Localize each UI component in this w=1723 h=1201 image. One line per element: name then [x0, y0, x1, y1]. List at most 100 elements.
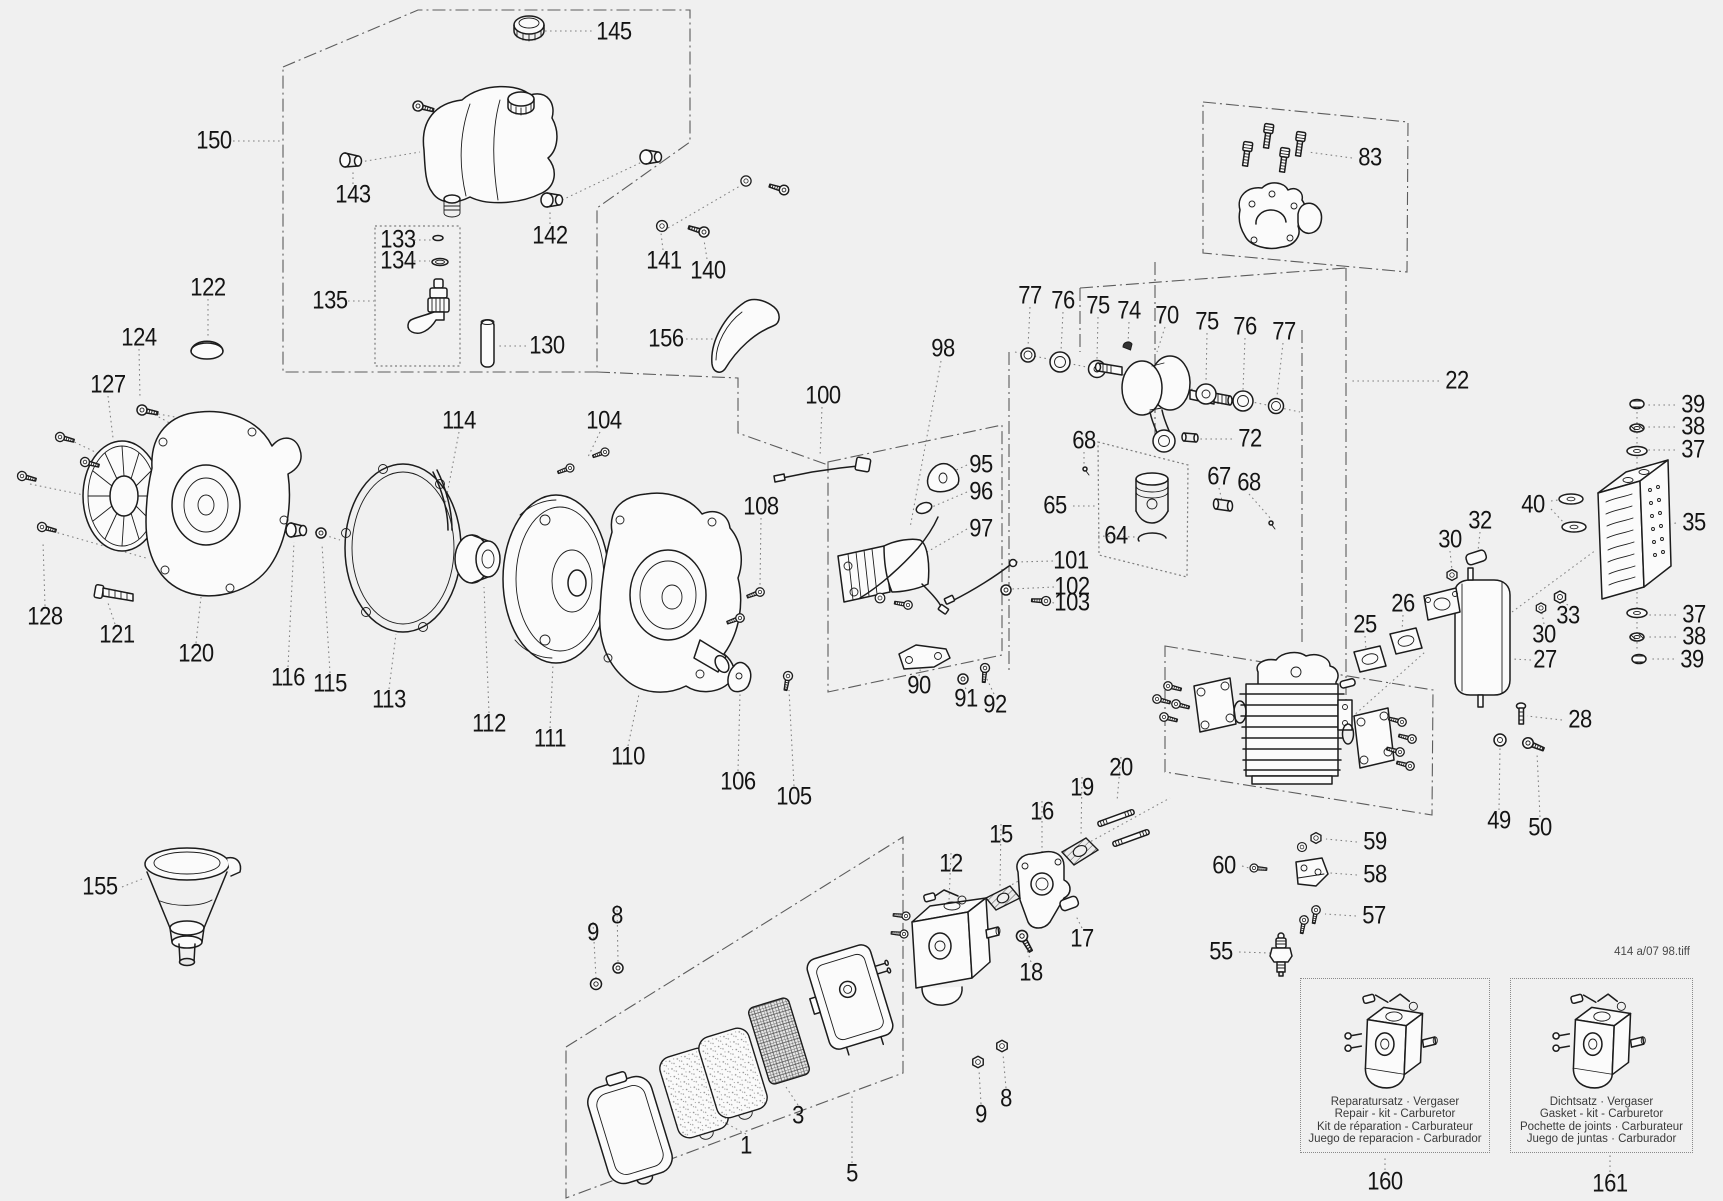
part-label-49: 49	[1487, 806, 1511, 835]
funnel-155	[144, 847, 242, 967]
part-label-39: 39	[1681, 390, 1705, 419]
part-label-20: 20	[1109, 753, 1133, 782]
washer-49	[1493, 733, 1507, 747]
part-label-9: 9	[975, 1100, 987, 1129]
ignition-wire-97	[859, 516, 939, 599]
part-label-22: 22	[1445, 366, 1469, 395]
crankcase-halves	[1238, 182, 1323, 250]
fuel-tank-group	[339, 15, 791, 373]
washers-40	[1558, 493, 1587, 533]
part-label-70: 70	[1155, 301, 1179, 330]
part-label-58: 58	[1363, 860, 1387, 889]
cylinder-36	[1239, 683, 1353, 785]
band-114	[432, 469, 453, 531]
crankcase-83-group	[1238, 122, 1323, 250]
part-label-55: 55	[1209, 937, 1233, 966]
deflector-156	[711, 298, 780, 373]
part-label-116: 116	[271, 663, 305, 692]
part-label-113: 113	[372, 685, 406, 714]
clip-68-left	[1082, 466, 1090, 476]
washer-102	[1000, 584, 1012, 596]
part-label-76: 76	[1233, 312, 1257, 341]
lock-washer-38-bottom	[1629, 632, 1645, 642]
crankcase-housing-110	[598, 492, 743, 693]
part-label-26: 26	[1391, 589, 1415, 618]
carburetor-group	[890, 808, 1151, 1006]
part-label-12: 12	[939, 849, 963, 878]
fitting-116	[285, 522, 308, 538]
washer-8a	[612, 962, 624, 974]
part-label-19: 19	[1070, 773, 1094, 802]
pin-72	[1181, 432, 1199, 443]
washer-115	[315, 527, 327, 539]
part-label-100: 100	[805, 381, 841, 410]
part-label-110: 110	[611, 742, 645, 771]
part-label-68: 68	[1072, 426, 1096, 455]
filter-foam-inner	[698, 1027, 768, 1120]
legend-text-en: Gasket - kit - Carburetor	[1539, 1108, 1664, 1121]
part-label-9: 9	[587, 918, 599, 947]
part-label-90: 90	[907, 671, 931, 700]
part-label-112: 112	[472, 709, 506, 738]
part-label-95: 95	[969, 450, 993, 479]
part-label-120: 120	[178, 639, 214, 668]
o-ring-left	[1233, 700, 1247, 724]
part-label-28: 28	[1568, 705, 1592, 734]
grommet-96	[915, 501, 933, 515]
part-label-27: 27	[1533, 645, 1557, 674]
part-label-33: 33	[1556, 601, 1580, 630]
part-label-133: 133	[380, 225, 416, 254]
intake-flange-16	[1016, 850, 1071, 929]
part-label-17: 17	[1070, 924, 1094, 953]
grommet-143	[339, 152, 363, 168]
part-label-96: 96	[969, 477, 993, 506]
piston-65	[1135, 472, 1169, 524]
part-label-50: 50	[1528, 813, 1552, 842]
spark-plug-55	[1269, 932, 1293, 977]
fan-starter-group	[15, 340, 794, 693]
washer-75-right	[1195, 383, 1217, 405]
carburetor-12	[890, 889, 1001, 1006]
part-label-98: 98	[931, 334, 955, 363]
gasket-26	[1389, 627, 1423, 655]
crankshaft-piston-group	[1020, 341, 1285, 542]
air-filter-group	[587, 944, 1008, 1185]
washer-91	[957, 673, 969, 685]
screw-28	[1515, 702, 1527, 725]
short-circuit-wire-101	[943, 558, 1018, 605]
o-ring-134	[431, 257, 449, 267]
fuel-cap	[513, 15, 545, 42]
part-label-122: 122	[190, 273, 226, 302]
legend-text-fr: Kit de réparation - Carburateur	[1317, 1120, 1473, 1133]
part-label-18: 18	[1019, 958, 1043, 987]
legend-text-es: Juego de juntas · Carburador	[1526, 1133, 1677, 1146]
fan-housing-120	[145, 410, 302, 597]
part-label-75: 75	[1195, 307, 1219, 336]
washer-9a	[589, 977, 603, 991]
bolt-121	[93, 583, 134, 602]
part-label-161: 161	[1592, 1169, 1628, 1198]
grommet-right	[639, 149, 663, 165]
part-label-8: 8	[611, 901, 623, 930]
part-label-68: 68	[1237, 468, 1261, 497]
part-label-37: 37	[1682, 600, 1706, 629]
part-label-134: 134	[380, 246, 416, 275]
part-label-77: 77	[1272, 317, 1296, 346]
part-label-5: 5	[846, 1159, 858, 1188]
part-label-1: 1	[740, 1131, 752, 1160]
washer-37-top	[1626, 445, 1648, 457]
module-boundaries	[282, 9, 1434, 1199]
part-label-77: 77	[1018, 281, 1042, 310]
filter-cover	[587, 1071, 673, 1185]
part-label-104: 104	[586, 406, 622, 435]
filler-neck	[507, 91, 535, 116]
cylinder-head	[1256, 651, 1339, 687]
part-label-3: 3	[792, 1101, 804, 1130]
gasket-15	[984, 885, 1022, 911]
part-label-38: 38	[1681, 412, 1705, 441]
o-ring-right	[1341, 723, 1355, 745]
part-label-16: 16	[1030, 797, 1054, 826]
part-label-8: 8	[1000, 1084, 1012, 1113]
